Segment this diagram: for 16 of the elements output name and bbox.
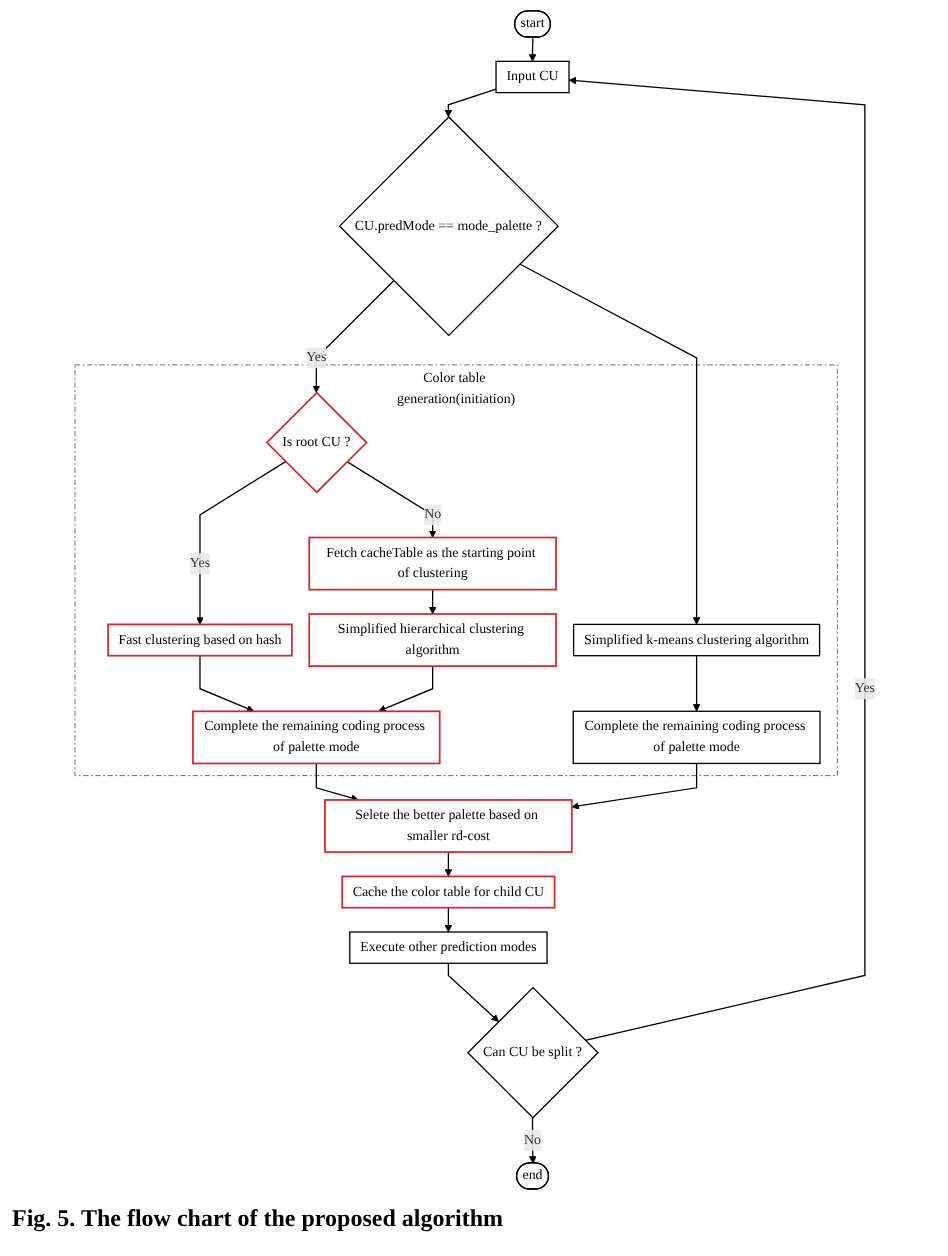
arrow: [518, 263, 700, 625]
arrow: [314, 762, 358, 802]
arrow: [377, 665, 433, 713]
arrow: [198, 655, 254, 713]
arrow: [446, 962, 498, 1022]
arrow: [443, 851, 452, 877]
arrow: [443, 907, 452, 933]
arrow: [311, 280, 394, 394]
arrow: [527, 36, 536, 62]
arrow: [443, 88, 496, 118]
arrow: [427, 589, 436, 615]
arrow: [345, 461, 436, 538]
arrow: [570, 762, 697, 810]
figure-caption: Fig. 5. The flow chart of the proposed algorithm: [10, 1202, 506, 1236]
arrow: [195, 461, 286, 625]
arrow: [691, 655, 700, 712]
